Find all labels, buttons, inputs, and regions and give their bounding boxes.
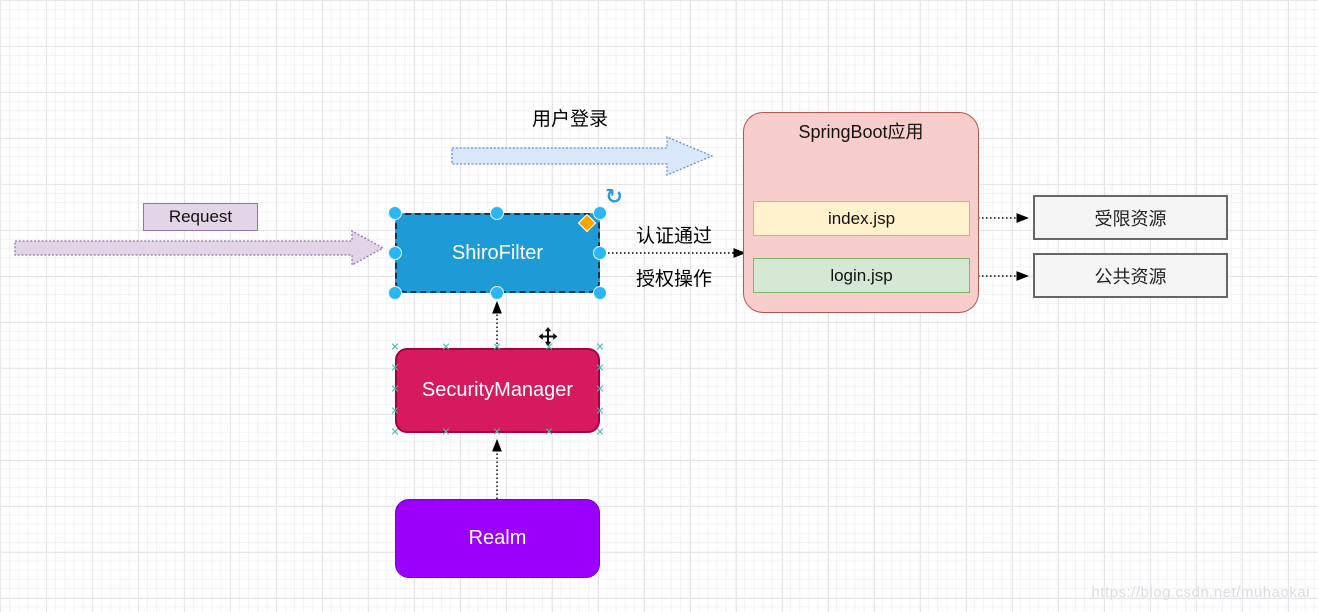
request-label: Request	[168, 207, 233, 226]
connection-point[interactable]: ✕	[390, 383, 400, 396]
resize-handle-se[interactable]	[593, 286, 607, 300]
resize-handle-nw[interactable]	[388, 206, 402, 220]
connection-point[interactable]: ✕	[492, 426, 502, 439]
watermark-text: https://blog.csdn.net/muhaokai	[1091, 584, 1310, 601]
connection-point[interactable]: ✕	[441, 341, 451, 354]
move-cursor-icon	[538, 327, 558, 352]
connection-point[interactable]: ✕	[544, 341, 554, 354]
connection-point[interactable]: ✕	[390, 405, 400, 418]
connection-point[interactable]: ✕	[595, 362, 605, 375]
connection-point[interactable]: ✕	[390, 426, 400, 439]
user-login-arrow[interactable]	[451, 136, 714, 176]
node-public-resource[interactable]: 公共资源	[1033, 253, 1228, 298]
node-securitymanager[interactable]: SecurityManager	[395, 348, 600, 433]
user-login-edge-label: 用户登录	[531, 109, 608, 130]
springboot-app-title: SpringBoot应用	[798, 122, 924, 142]
index-jsp-label: index.jsp	[827, 208, 896, 228]
realm-label: Realm	[468, 527, 527, 549]
connection-point[interactable]: ✕	[595, 426, 605, 439]
connection-point[interactable]: ✕	[441, 426, 451, 439]
node-index-jsp[interactable]: index.jsp	[753, 201, 970, 236]
public-resource-label: 公共资源	[1094, 266, 1167, 287]
node-restricted-resource[interactable]: 受限资源	[1033, 195, 1228, 240]
connection-point[interactable]: ✕	[595, 341, 605, 354]
connection-point[interactable]: ✕	[390, 341, 400, 354]
resize-handle-n[interactable]	[490, 206, 504, 220]
resize-handle-sw[interactable]	[388, 286, 402, 300]
auth-pass-edge-label: 认证通过	[636, 226, 713, 247]
securitymanager-label: SecurityManager	[421, 379, 574, 401]
resize-handle-w[interactable]	[388, 246, 402, 260]
request-arrow[interactable]	[14, 229, 385, 267]
connection-point[interactable]: ✕	[492, 341, 502, 354]
authorize-edge-label: 授权操作	[636, 269, 713, 290]
connection-point[interactable]: ✕	[595, 383, 605, 396]
connection-point[interactable]: ✕	[390, 362, 400, 375]
connection-point[interactable]: ✕	[544, 426, 554, 439]
node-login-jsp[interactable]: login.jsp	[753, 258, 970, 293]
node-shirofilter[interactable]: ShiroFilter	[395, 213, 600, 293]
rotate-handle-icon[interactable]: ↻	[605, 185, 623, 209]
shirofilter-label: ShiroFilter	[451, 241, 544, 264]
login-jsp-label: login.jsp	[830, 265, 893, 285]
resize-handle-s[interactable]	[490, 286, 504, 300]
resize-handle-ne[interactable]	[593, 206, 607, 220]
node-request[interactable]: Request	[143, 203, 258, 231]
connection-point[interactable]: ✕	[595, 405, 605, 418]
restricted-resource-label: 受限资源	[1094, 208, 1167, 229]
node-realm[interactable]: Realm	[395, 499, 600, 578]
resize-handle-e[interactable]	[593, 246, 607, 260]
